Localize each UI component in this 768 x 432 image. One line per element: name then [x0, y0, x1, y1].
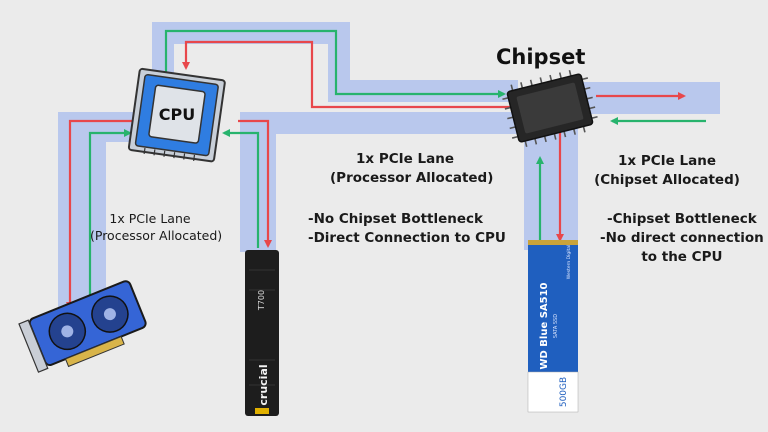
ssd-wd-maker: Western Digital	[566, 245, 572, 279]
cpu-ssd-link	[222, 119, 272, 248]
chipset-title: Chipset	[496, 45, 586, 69]
gpu-to-cpu-arrow	[88, 129, 132, 300]
lane-top-left-drop	[152, 22, 174, 82]
cpu-gpu-link	[66, 119, 134, 310]
ssd-wd-model: SA510	[539, 282, 550, 318]
left-lane-label: 1x PCIe Lane (Processor Allocated)	[90, 210, 223, 244]
ssd-to-cpu-arrow	[222, 129, 260, 248]
right-notes: -Chipset Bottleneck -No direct connectio…	[600, 210, 764, 267]
svg-text:WD Blue SA510: WD Blue SA510	[539, 282, 550, 369]
cpu-to-ssd-arrow	[238, 119, 272, 248]
lane-to-chipset	[328, 80, 518, 102]
left-lane-line1: 1x PCIe Lane	[109, 211, 191, 226]
lane-mid	[240, 112, 540, 134]
center-note-1: -No Chipset Bottleneck	[308, 211, 484, 227]
center-notes: -No Chipset Bottleneck -Direct Connectio…	[308, 210, 506, 248]
center-note-2: -Direct Connection to CPU	[308, 230, 506, 246]
ssd-wd-icon: WD Blue SA510 SATA SSD Western Digital 5…	[527, 240, 579, 413]
lane-top	[152, 22, 350, 44]
cpu-label: CPU	[159, 105, 195, 124]
right-lane-line2: (Chipset Allocated)	[594, 172, 740, 188]
cpu-to-chipset-arrow	[164, 29, 506, 98]
cpu-chip-icon	[127, 67, 226, 163]
center-lane-line2: (Processor Allocated)	[330, 170, 494, 186]
right-note-2: -No direct connection	[600, 230, 764, 246]
chipset-ssd-link	[536, 126, 564, 242]
ssd-crucial-model: T700	[257, 290, 266, 311]
chipset-chip-icon	[502, 69, 598, 147]
ssd-wd-brand: WD Blue	[539, 322, 550, 370]
right-note-3: to the CPU	[641, 249, 723, 265]
right-lane-line1: 1x PCIe Lane	[618, 153, 716, 169]
left-lane-line2: (Processor Allocated)	[90, 228, 223, 243]
lane-chipset-down	[524, 120, 578, 250]
ssd-crucial-icon: T700 crucial	[245, 250, 279, 416]
center-lane-label: 1x PCIe Lane (Processor Allocated)	[330, 150, 494, 188]
ssd-wd-capacity: 500GB	[559, 377, 569, 407]
cpu-to-gpu-arrow	[66, 119, 134, 310]
right-note-1: -Chipset Bottleneck	[607, 211, 757, 227]
cpu-chipset-link	[164, 29, 516, 109]
right-lane-label: 1x PCIe Lane (Chipset Allocated)	[592, 152, 742, 190]
center-lane-line1: 1x PCIe Lane	[356, 151, 454, 167]
gpu-card-icon	[18, 280, 147, 373]
ssd-crucial-brand: crucial	[257, 364, 270, 405]
pcie-lane-backgrounds	[58, 22, 720, 318]
chipset-right-link	[596, 92, 706, 125]
chipset-to-cpu-arrow	[182, 40, 516, 109]
lane-cpu-to-gpu	[58, 112, 106, 318]
ssd-wd-sub: SATA SSD	[553, 314, 559, 338]
